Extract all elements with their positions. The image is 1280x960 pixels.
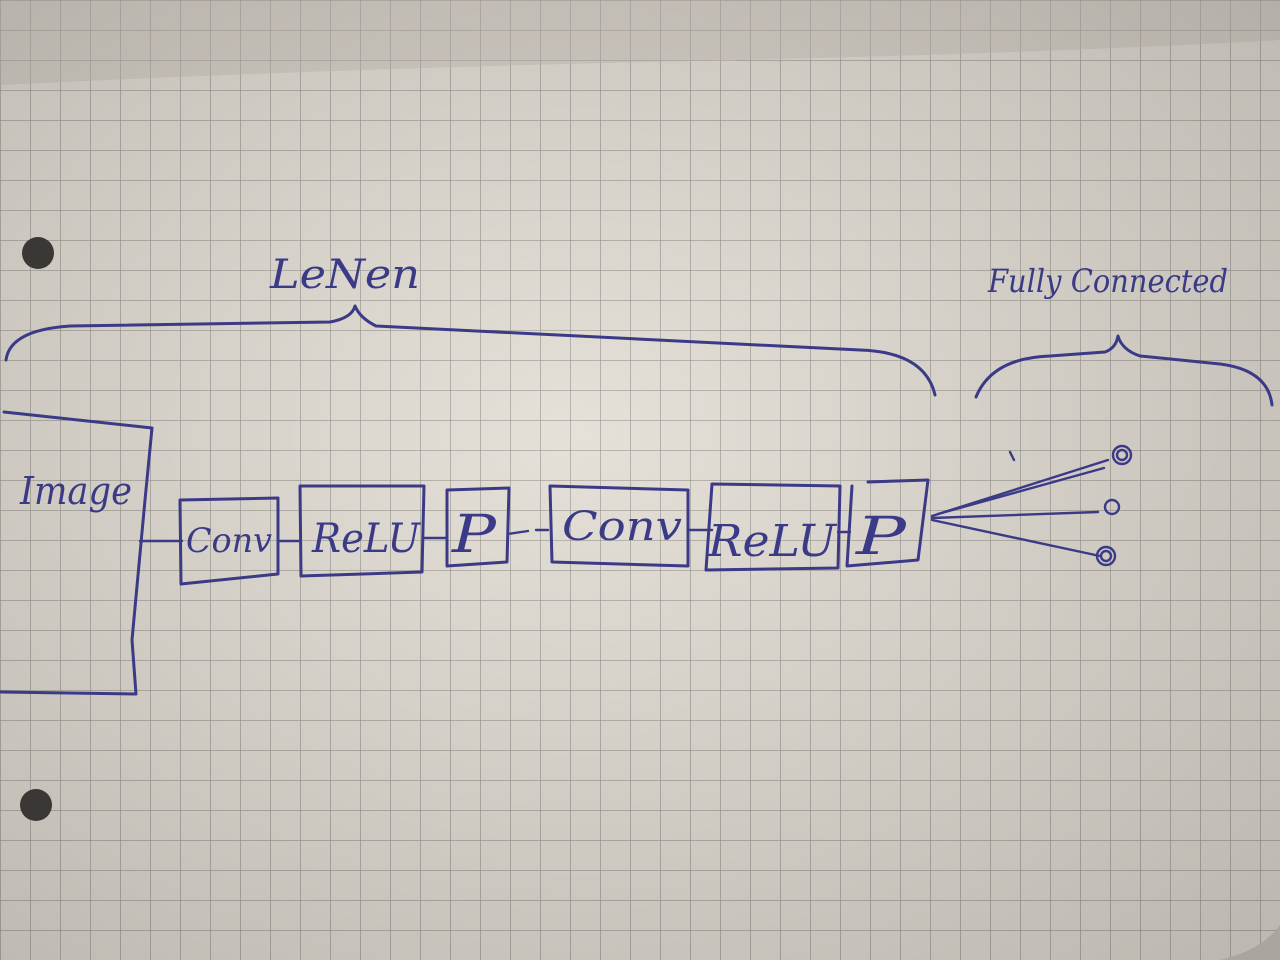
- punch-hole: [20, 789, 52, 821]
- conv1-label: Conv: [186, 521, 272, 561]
- lenet-brace: [4, 304, 937, 397]
- pool1-label: P: [451, 505, 498, 565]
- fc-edge: [930, 518, 1102, 558]
- image-box: [0, 410, 154, 696]
- fc-edge: [936, 466, 1106, 516]
- pool2-box: [845, 478, 930, 568]
- fc-edge: [930, 510, 1100, 520]
- relu1-box: [298, 484, 426, 578]
- stray-pen-mark: [1008, 450, 1016, 462]
- conv1-box: [178, 496, 280, 586]
- image-label: Image: [19, 469, 132, 513]
- connector-line: [506, 529, 530, 536]
- fc-label: Fully Connected: [987, 262, 1228, 300]
- lenet-label: LeNen: [269, 252, 420, 298]
- fc-brace: [974, 334, 1274, 407]
- fc-node: [1095, 545, 1117, 567]
- fc-node: [1111, 444, 1133, 466]
- conv2-label: Conv: [562, 504, 682, 550]
- punch-hole: [22, 237, 54, 269]
- relu2-label: ReLU: [707, 516, 838, 567]
- relu1-label: ReLU: [311, 516, 421, 562]
- relu2-box: [704, 482, 842, 572]
- pool2-label: P: [855, 507, 908, 567]
- fc-node: [1103, 498, 1121, 516]
- conv2-box: [548, 484, 690, 568]
- pool1-box: [445, 486, 511, 568]
